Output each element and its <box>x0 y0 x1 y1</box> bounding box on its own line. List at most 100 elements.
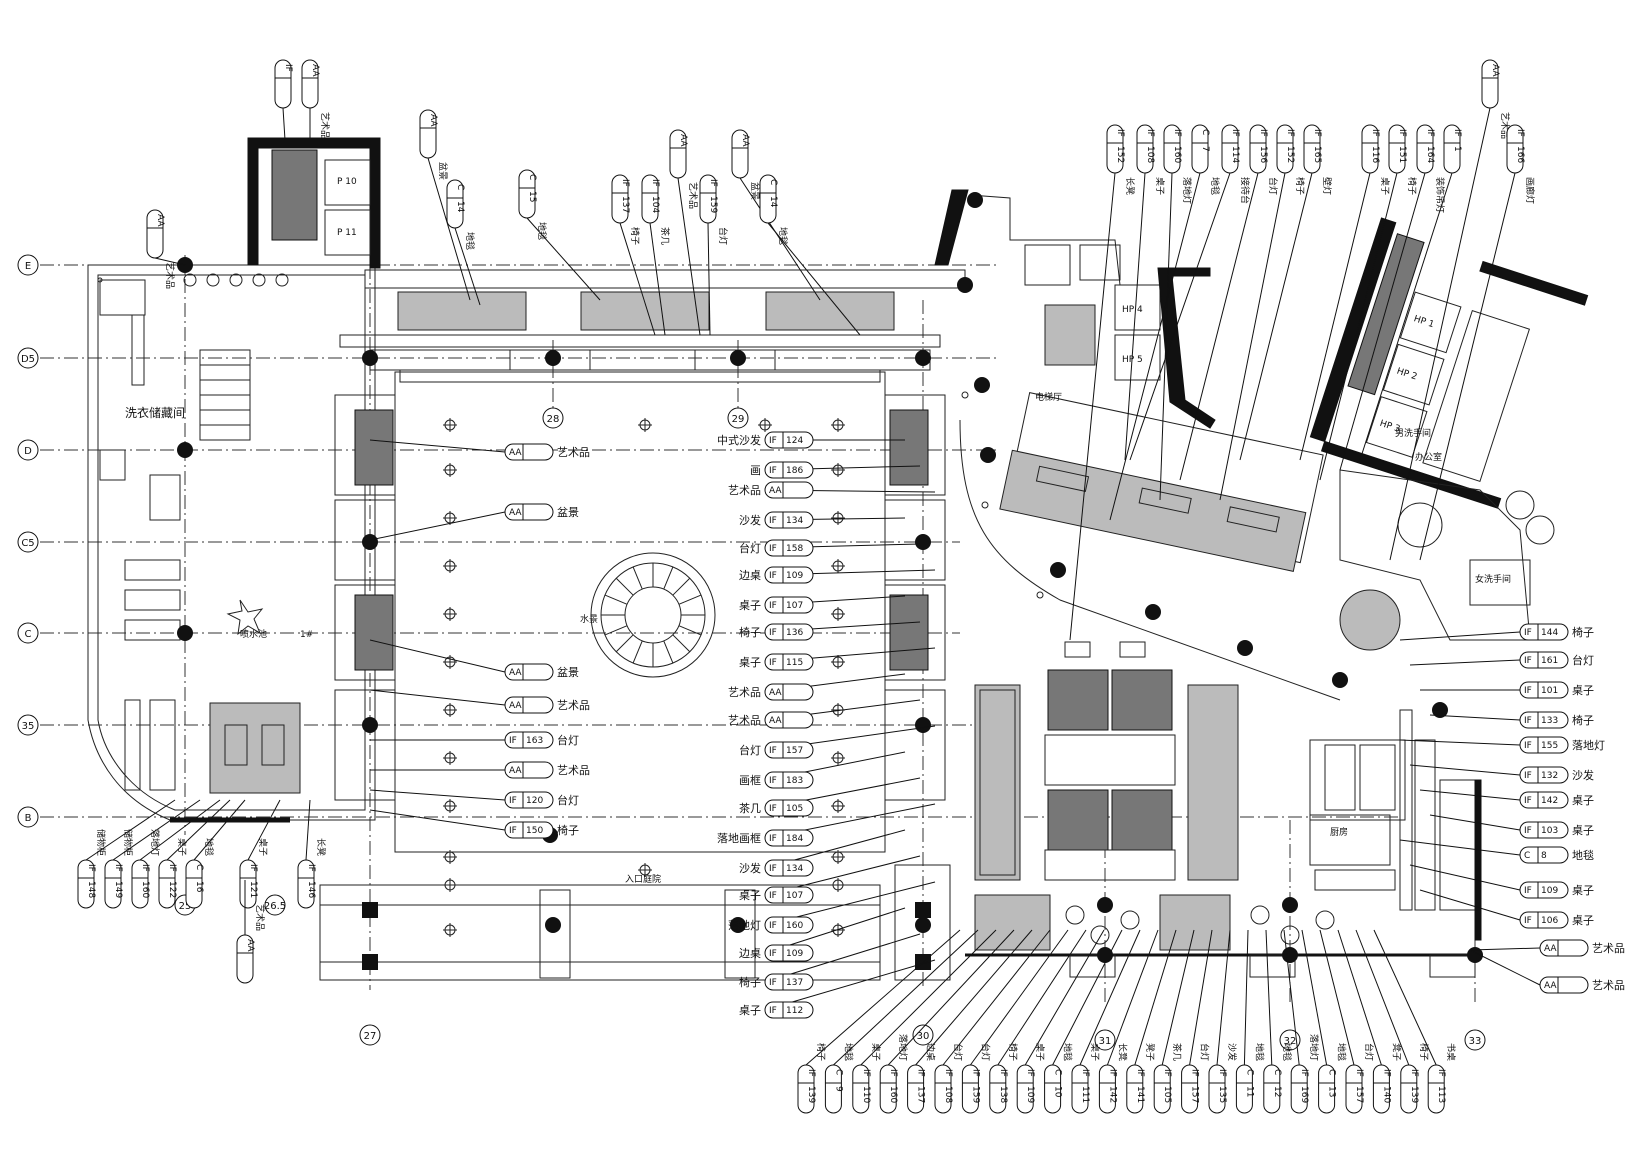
col-axis-29: 29 <box>727 407 749 429</box>
tag-code: IF <box>1515 129 1525 137</box>
tag-code: IF <box>167 864 177 872</box>
row-axis-d: D <box>17 439 39 461</box>
column <box>362 350 378 366</box>
tag-label: 沙发 <box>1572 768 1594 782</box>
sconce-marker <box>831 799 845 813</box>
room-lift-lobby: 电梯厅 <box>1035 391 1062 403</box>
tag-code: IF <box>1397 129 1407 137</box>
tag-label: 艺术品 <box>557 446 590 459</box>
tag-code: AA <box>769 716 782 726</box>
tag-label: 桌子 <box>1572 794 1594 807</box>
row-axis-b: B <box>17 806 39 828</box>
tag-code: IF <box>86 864 96 872</box>
fountain-spoke <box>632 640 643 664</box>
tag-label: 落地灯 <box>1308 1034 1320 1061</box>
tag-label: 桌子 <box>1572 684 1594 697</box>
tag-code: C <box>1053 1069 1063 1075</box>
tag-code: IF <box>1524 686 1532 696</box>
tag-label: 艺术品 <box>319 112 331 139</box>
col-axis-label: 31 <box>1099 1036 1112 1047</box>
tag-number: 132 <box>1541 771 1558 781</box>
tag-label: 艺术品 <box>687 182 699 209</box>
sconce-marker <box>758 418 772 432</box>
col-axis-28: 28 <box>542 407 564 429</box>
fountain-spoke <box>615 577 634 596</box>
sconce-marker <box>443 799 457 813</box>
tag-label: 边桌 <box>925 1043 937 1061</box>
row-axis-e: E <box>17 254 39 276</box>
tag-code: IF <box>1025 1069 1035 1077</box>
col-axis-31: 31 <box>1094 1029 1116 1051</box>
tag-number: 124 <box>786 436 803 446</box>
tag-code: IF <box>1299 1069 1309 1077</box>
column <box>177 442 193 458</box>
column-square <box>362 954 378 970</box>
tag-label: 桌子 <box>1572 824 1594 837</box>
structural-columns <box>177 192 1483 970</box>
tag-label: 桌子 <box>1154 177 1166 195</box>
sconce-marker <box>443 923 457 937</box>
column <box>915 350 931 366</box>
sconce-marker <box>443 850 457 864</box>
tag-number: 16 <box>194 881 204 893</box>
tag-code: AA <box>1490 64 1500 77</box>
tag-code: IF <box>769 544 777 554</box>
lift-hp4: HP 4 <box>1122 305 1143 315</box>
tag-number: 138 <box>998 1086 1008 1103</box>
central-lobby: 水景 入口庭院 <box>319 269 966 981</box>
fountain-spoke <box>672 634 691 653</box>
tag-label: 地毯 <box>1572 848 1594 862</box>
tag-label: 椅子 <box>815 1043 827 1061</box>
sconce-marker <box>831 559 845 573</box>
row-axis-label: D <box>24 446 32 457</box>
tag-label: 桌子 <box>739 889 761 902</box>
tag-label: 接待台 <box>1239 177 1251 204</box>
tag-label: 装饰吊灯 <box>1434 177 1446 213</box>
tag-number: 157 <box>786 746 803 756</box>
tag-number: 120 <box>526 796 543 806</box>
tag-number: 14 <box>768 196 778 208</box>
tag-number: 109 <box>786 571 803 581</box>
tag-code: IF <box>1217 1069 1227 1077</box>
tag-number: 109 <box>786 949 803 959</box>
tag-number: 142 <box>1107 1086 1117 1103</box>
tag-code: IF <box>916 1069 926 1077</box>
tag-number: 108 <box>943 1086 953 1103</box>
tag-code: IF <box>769 864 777 874</box>
tag-code: AA <box>740 134 750 147</box>
tag-label: 台灯 <box>739 541 761 555</box>
tag-number: 157 <box>1190 1086 1200 1103</box>
tag-number: 107 <box>786 891 803 901</box>
tag-label: 地毯 <box>1281 1043 1293 1061</box>
tag-code: C <box>194 864 204 870</box>
tag-number: 163 <box>526 736 543 746</box>
arc-columns <box>961 391 1044 599</box>
column <box>1097 947 1113 963</box>
tag-code: IF <box>769 601 777 611</box>
tag-label: 台灯 <box>1199 1043 1211 1061</box>
tag-label: 台灯 <box>1363 1043 1375 1061</box>
tag-code: IF <box>1172 129 1182 137</box>
tag-label: 沙发 <box>739 513 761 527</box>
tag-label: 艺术品 <box>254 904 266 931</box>
tag-label: 桌子 <box>1572 914 1594 927</box>
